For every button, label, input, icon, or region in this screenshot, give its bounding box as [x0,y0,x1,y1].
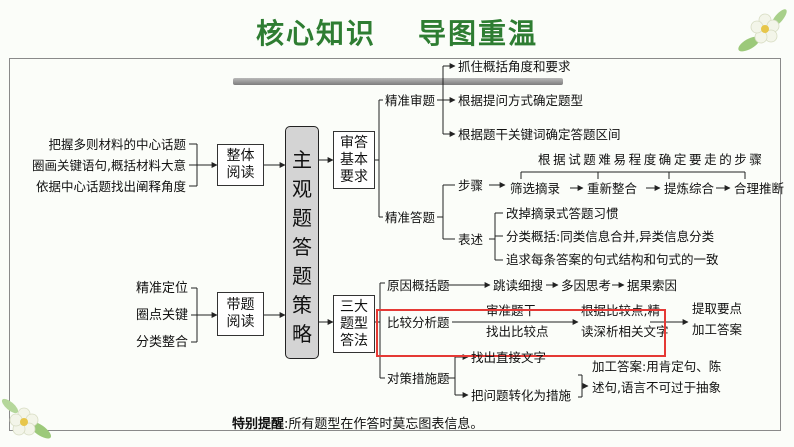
core-char-4: 答 [292,235,312,259]
question-reading-box: 带题 阅读 [217,292,264,336]
reason-step-2: 多因思考 [561,278,612,293]
left-item-6: 分类整合 [135,335,188,350]
compare-col1-line2: 找出比较点 [486,324,549,339]
basic-req-line-3: 要求 [340,169,368,185]
compare-highlight-frame [376,309,666,357]
compare-col3-line2: 加工答案 [692,322,743,337]
expression-item-3: 追求每条答案的句式结构和句式的一致 [506,252,719,267]
core-char-2: 观 [292,177,312,201]
review-item-2: 根据提问方式确定题型 [458,93,584,108]
compare-col2-line2: 读深析相关文字 [581,324,669,339]
left-item-1: 把握多则材料的中心话题 [48,137,186,152]
left-item-5: 圈点关键 [135,308,188,323]
step-3: 提炼综合 [664,181,715,196]
step-4: 合理推断 [734,181,785,196]
question-reading-line-2: 阅读 [226,314,255,330]
flower-decoration-icon [738,9,787,52]
measure-item-2: 把问题转化为措施 [471,388,572,403]
three-types-box: 三大 题型 答法 [333,295,375,353]
precise-answer-label: 精准答题 [385,210,436,225]
diagram-frame [9,58,781,431]
flower-decoration-icon [1,398,52,439]
three-types-line-1: 三大 [340,299,368,315]
reason-step-3: 据果索因 [627,278,678,293]
review-item-1: 抓住概括角度和要求 [458,59,571,74]
precise-review-label: 精准审题 [385,93,436,108]
basic-req-line-2: 基本 [340,152,368,168]
core-char-5: 题 [292,264,312,288]
overall-reading-line-2: 阅读 [226,165,255,181]
left-item-3: 依据中心话题找出阐释角度 [35,179,186,194]
expression-label: 表述 [458,232,484,247]
slide-title: 核心知识 导图重温 [0,12,794,52]
core-char-1: 主 [292,148,312,172]
special-note-text: :所有题型在作答时莫忘图表信息。 [284,417,484,432]
measure-item-1: 找出直接文字 [471,350,547,365]
three-types-line-2: 题型 [340,316,368,332]
core-char-6: 策 [292,293,312,317]
step-1: 筛选摘录 [510,181,561,196]
special-note-label: 特别提醒 [232,417,285,432]
core-char-3: 题 [292,206,312,230]
review-item-3: 根据题干关键词确定答题区间 [458,127,621,142]
question-reading-line-1: 带题 [226,297,255,313]
expression-item-2: 分类概括:同类信息合并,异类信息分类 [506,229,715,244]
left-item-4: 精准定位 [135,281,188,296]
core-strategy-box: 主 观 题 答 题 策 略 [285,126,319,359]
compare-col3-line1: 提取要点 [692,301,743,316]
expression-item-1: 改掉摘录式答题习惯 [506,206,619,221]
overall-reading-box: 整体 阅读 [217,144,264,186]
title-part-1: 核心知识 [255,17,376,50]
basic-req-line-1: 审答 [340,135,368,151]
overall-reading-line-1: 整体 [226,148,255,164]
reason-type-label: 原因概括题 [387,278,450,293]
measure-answer-line1: 加工答案:用肯定句、陈 [592,359,722,374]
title-ribbon [233,78,563,85]
steps-note: 根据试题难易程度确定要走的步骤 [538,152,765,167]
special-note: 特别提醒:所有题型在作答时莫忘图表信息。 [232,413,483,432]
reason-step-1: 跳读细搜 [493,278,544,293]
basic-requirements-box: 审答 基本 要求 [333,131,375,189]
step-2: 重新整合 [587,181,638,196]
title-part-2: 导图重温 [418,17,539,50]
steps-label: 步骤 [458,178,484,193]
measure-answer-line2: 述句,语言不可过于抽象 [592,380,721,395]
three-types-line-3: 答法 [340,333,368,349]
left-item-2: 圈画关键语句,概括材料大意 [32,158,186,173]
core-char-7: 略 [292,322,312,346]
compare-type-label: 比较分析题 [387,315,450,330]
measure-type-label: 对策措施题 [387,371,450,386]
